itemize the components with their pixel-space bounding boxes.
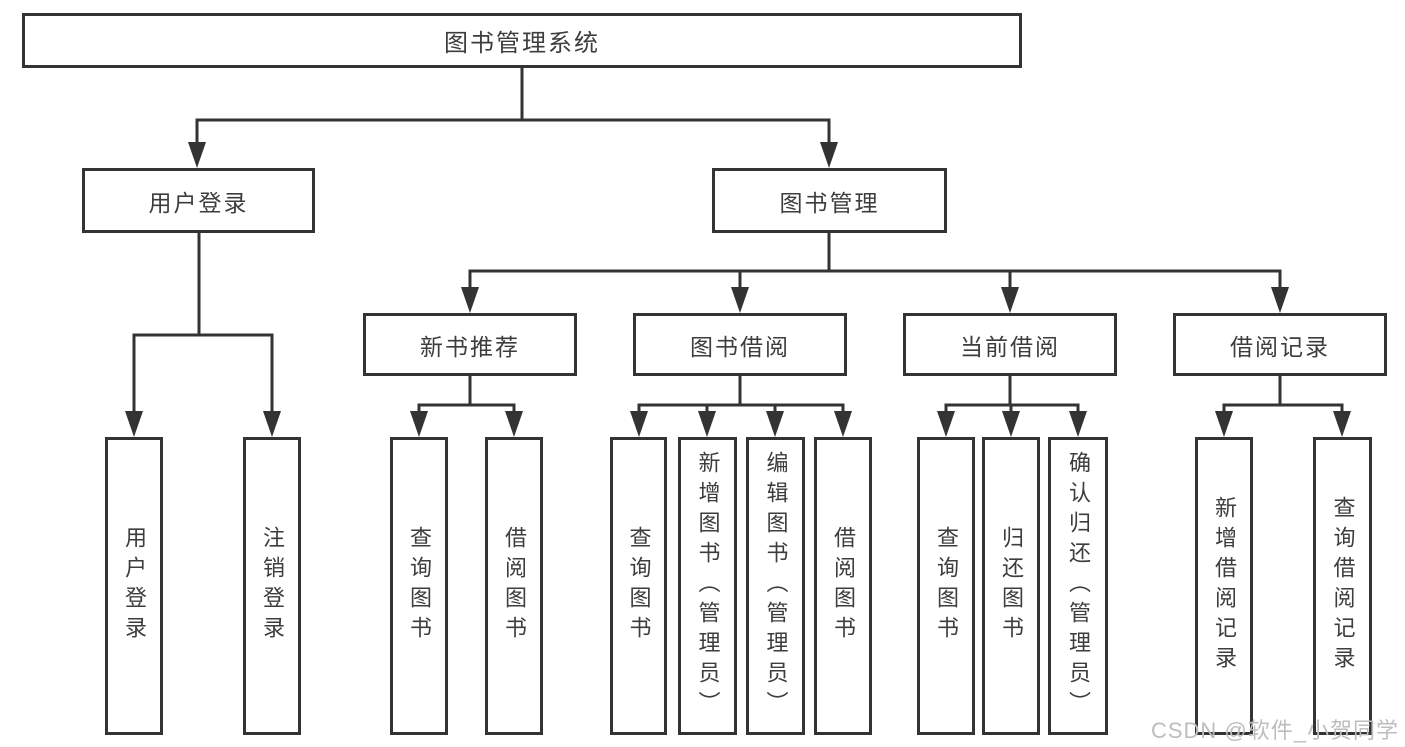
leaf-query-borrow-record-label: 查询借阅记录 bbox=[1330, 496, 1356, 676]
leaf-edit-books-admin: 编辑图书（管理员） bbox=[746, 437, 805, 735]
node-new-book-recommend: 新书推荐 bbox=[363, 313, 577, 376]
node-user-login: 用户登录 bbox=[82, 168, 315, 233]
node-book-management-label: 图书管理 bbox=[779, 189, 880, 216]
leaf-confirm-return-admin-label: 确认归还（管理员） bbox=[1066, 451, 1091, 721]
node-book-borrow-label: 图书借阅 bbox=[690, 333, 790, 360]
connector-user-login-to-leaves bbox=[125, 233, 281, 437]
leaf-query-books-borrow-label: 查询图书 bbox=[626, 526, 652, 646]
connector-book-borrow-to-leaves bbox=[630, 376, 852, 437]
leaf-return-books: 归还图书 bbox=[982, 437, 1040, 735]
leaf-add-borrow-record-label: 新增借阅记录 bbox=[1212, 496, 1237, 676]
csdn-watermark: CSDN @软件_小贺同学 bbox=[1150, 718, 1399, 743]
leaf-borrow-books-recommend-label: 借阅图书 bbox=[502, 526, 527, 646]
node-current-borrow-label: 当前借阅 bbox=[960, 333, 1060, 360]
leaf-query-books-recommend-label: 查询图书 bbox=[407, 526, 432, 646]
connector-current-borrow-to-leaves bbox=[937, 376, 1087, 437]
leaf-add-books-admin: 新增图书（管理员） bbox=[678, 437, 737, 735]
leaf-add-books-admin-label: 新增图书（管理员） bbox=[695, 451, 721, 721]
leaf-borrow-books: 借阅图书 bbox=[814, 437, 872, 735]
leaf-query-books-current: 查询图书 bbox=[917, 437, 975, 735]
node-current-borrow: 当前借阅 bbox=[903, 313, 1117, 376]
leaf-borrow-books-recommend: 借阅图书 bbox=[485, 437, 543, 735]
node-book-management: 图书管理 bbox=[712, 168, 947, 233]
node-borrow-records: 借阅记录 bbox=[1173, 313, 1387, 376]
leaf-add-borrow-record: 新增借阅记录 bbox=[1195, 437, 1253, 735]
leaf-query-books-recommend: 查询图书 bbox=[390, 437, 448, 735]
leaf-user-login: 用户登录 bbox=[105, 437, 163, 735]
node-borrow-records-label: 借阅记录 bbox=[1230, 333, 1330, 360]
connector-new-book-recommend-to-leaves bbox=[410, 376, 523, 437]
leaf-user-login-label: 用户登录 bbox=[122, 526, 147, 646]
leaf-logout: 注销登录 bbox=[243, 437, 301, 735]
node-new-book-recommend-label: 新书推荐 bbox=[420, 333, 520, 360]
node-book-borrow: 图书借阅 bbox=[633, 313, 847, 376]
leaf-logout-label: 注销登录 bbox=[260, 526, 285, 646]
node-user-login-label: 用户登录 bbox=[148, 189, 249, 216]
leaf-query-books-current-label: 查询图书 bbox=[934, 526, 959, 646]
leaf-query-borrow-record: 查询借阅记录 bbox=[1313, 437, 1372, 735]
connector-book-management-to-level3 bbox=[461, 233, 1289, 313]
leaf-return-books-label: 归还图书 bbox=[999, 526, 1024, 646]
connector-root-to-level2 bbox=[188, 68, 838, 168]
leaf-edit-books-admin-label: 编辑图书（管理员） bbox=[763, 451, 789, 721]
leaf-confirm-return-admin: 确认归还（管理员） bbox=[1048, 437, 1108, 735]
leaf-borrow-books-label: 借阅图书 bbox=[831, 526, 856, 646]
node-library-management-system-label: 图书管理系统 bbox=[444, 30, 600, 57]
connector-borrow-records-to-leaves bbox=[1215, 376, 1351, 437]
node-library-management-system: 图书管理系统 bbox=[22, 13, 1022, 68]
leaf-query-books-borrow: 查询图书 bbox=[610, 437, 667, 735]
